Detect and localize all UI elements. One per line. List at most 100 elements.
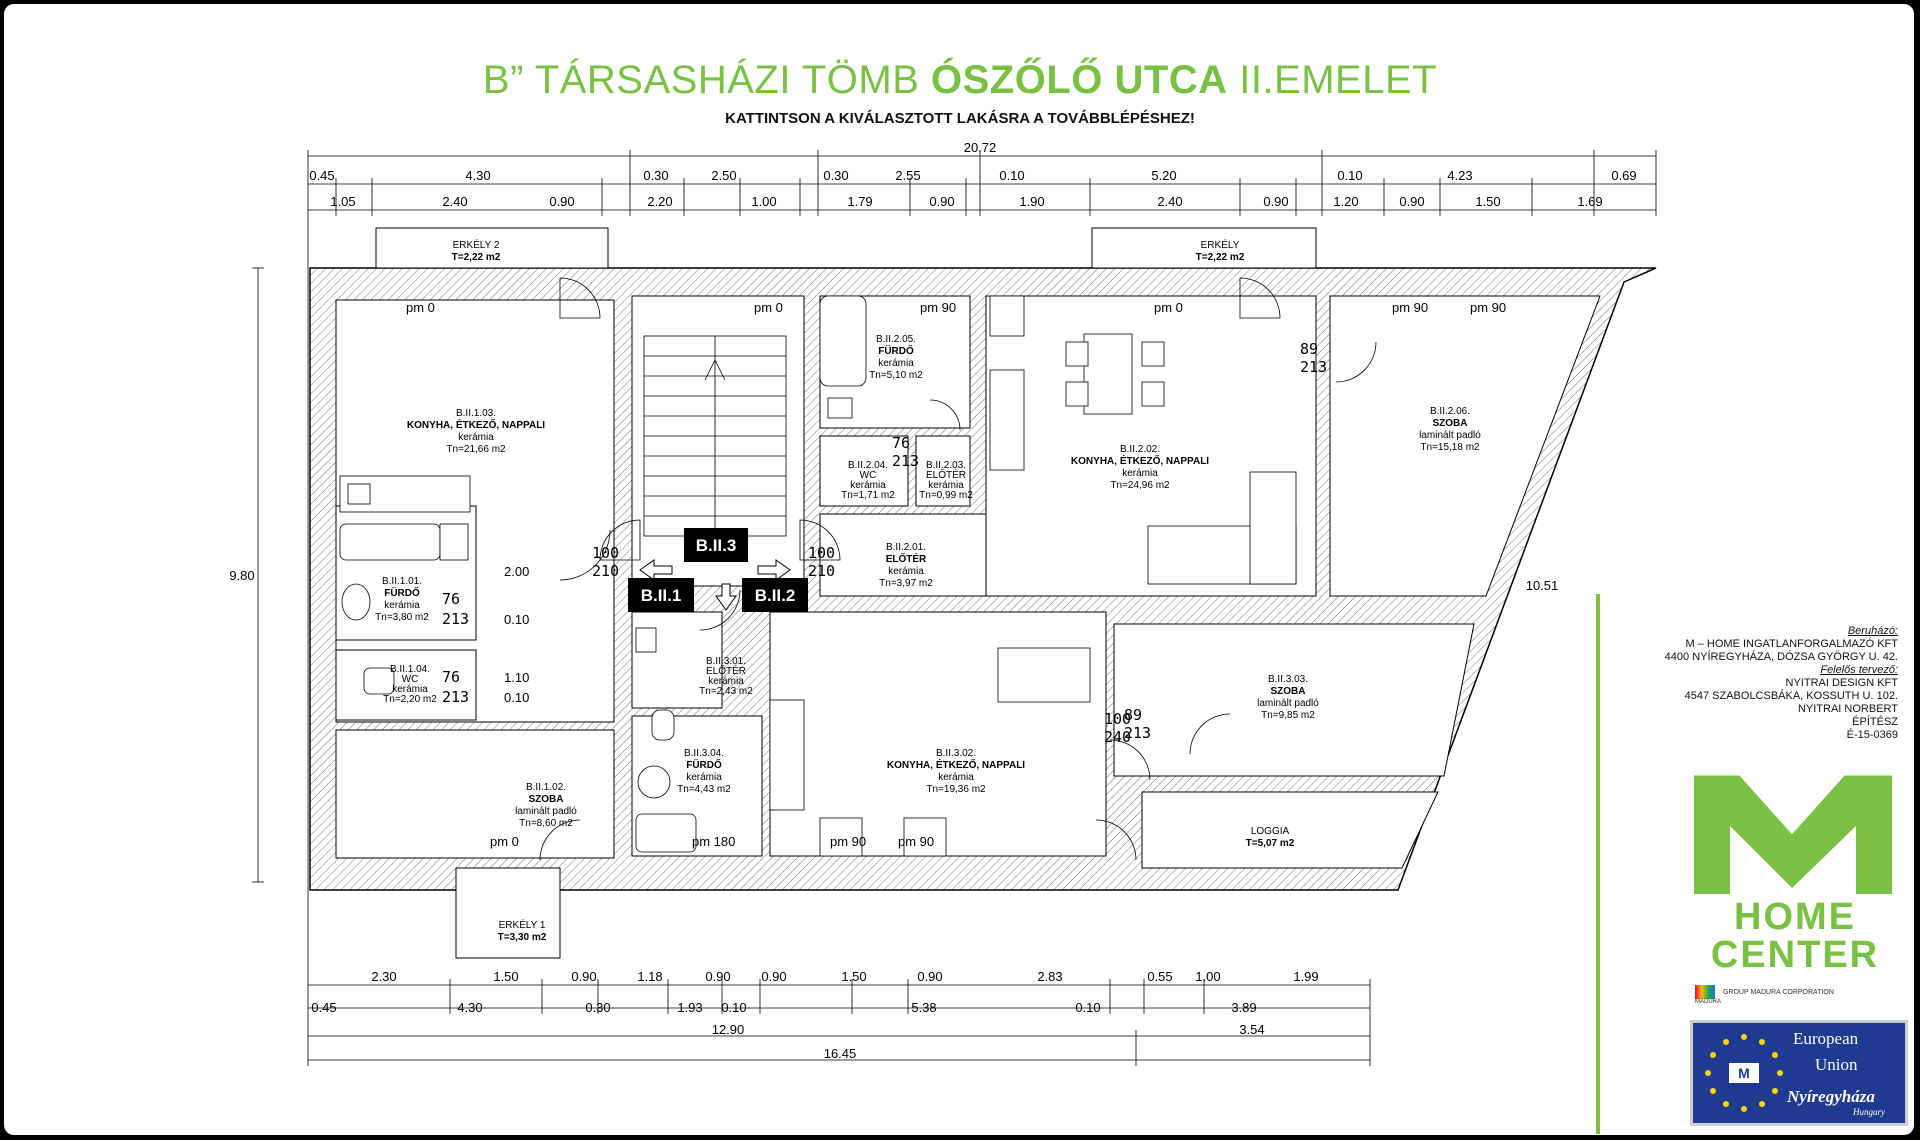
dim-top2-14: 1.69 (1577, 194, 1602, 209)
wall-dim: 0.10 (504, 690, 529, 705)
svg-text:T=3,30 m2: T=3,30 m2 (498, 932, 547, 943)
balcony-label: ERKÉLY T=2,22 m2 (1196, 238, 1245, 263)
title-floor: II.EMELET (1227, 58, 1438, 102)
eu-city: Nyíregyháza (1787, 1087, 1875, 1106)
dim-bot-8: 0.90 (917, 969, 942, 984)
svg-text:kerámia: kerámia (686, 772, 722, 783)
svg-text:B.II.3: B.II.3 (696, 536, 737, 555)
eu-line1: European (1793, 1029, 1859, 1048)
door-height: 240 (1104, 728, 1131, 746)
project-info: Beruházó: M – HOME INGATLANFORGALMAZÓ KF… (1600, 625, 1898, 742)
svg-text:Tn=4,43 m2: Tn=4,43 m2 (677, 784, 731, 795)
svg-text:laminált padló: laminált padló (1257, 698, 1319, 709)
svg-text:kerámia: kerámia (384, 600, 420, 611)
svg-text:B.II.2.02.: B.II.2.02. (1120, 444, 1160, 455)
balconies (375, 227, 1317, 959)
logo-word-center: CENTER (1710, 934, 1880, 976)
dim-top-8: 5.20 (1151, 168, 1176, 183)
dim-bot2-6: 5.38 (911, 1000, 936, 1015)
unit-arrows (639, 559, 791, 611)
svg-text:B.II.3.03.: B.II.3.03. (1268, 674, 1308, 685)
opening-marks: pm 0 pm 0 pm 90 pm 0 pm 90 pm 90 pm 0 pm… (406, 300, 1506, 849)
pm-mark: pm 90 (898, 834, 934, 849)
svg-text:B.II.1.01.: B.II.1.01. (382, 576, 422, 587)
door-width: 89 (1300, 340, 1318, 358)
investor-heading: Beruházó: (1847, 625, 1898, 637)
wall-dim: 2.00 (504, 564, 529, 579)
furniture (339, 295, 1297, 857)
svg-text:Tn=24,96 m2: Tn=24,96 m2 (1110, 480, 1170, 491)
svg-text:T=2,22 m2: T=2,22 m2 (1196, 252, 1245, 263)
investor-line: 4400 NYÍREGYHÁZA, DÓZSA GYÖRGY U. 42. (1664, 651, 1898, 663)
dim-top2-9: 2.40 (1157, 194, 1182, 209)
eu-stars-icon: M (1705, 1034, 1783, 1112)
door-height: 213 (1124, 724, 1151, 742)
svg-text:B.II.2.05.: B.II.2.05. (876, 334, 916, 345)
dim-top2-6: 1.79 (847, 194, 872, 209)
svg-text:laminált padló: laminált padló (515, 806, 577, 817)
svg-text:B.II.2: B.II.2 (755, 586, 796, 605)
dim-bot-12: 1.99 (1293, 969, 1318, 984)
svg-text:Tn=0,99 m2: Tn=0,99 m2 (919, 490, 973, 501)
page-title: B” TÁRSASHÁZI TÖMB ÓSZŐLŐ UTCA II.EMELET (0, 58, 1920, 103)
madura-group-name: GROUP MADURA CORPORATION (1722, 988, 1834, 996)
room-label-1-01: B.II.1.01. FÜRDŐ kerámia Tn=3,80 m2 (375, 576, 429, 623)
room-label-2-03: B.II.2.03. ELŐTÉR kerámia Tn=0,99 m2 (919, 460, 973, 501)
dim-bot-10: 0.55 (1147, 969, 1172, 984)
svg-text:SZOBA: SZOBA (1433, 418, 1468, 429)
room-label-2-05: B.II.2.05. FÜRDŐ kerámia Tn=5,10 m2 (869, 334, 923, 381)
dim-bot-4: 1.18 (637, 969, 662, 984)
svg-text:kerámia: kerámia (850, 480, 886, 491)
svg-text:ERKÉLY: ERKÉLY (1201, 238, 1240, 251)
svg-text:kerámia: kerámia (928, 480, 964, 491)
room-label-3-01: B.II.3.01. ELŐTÉR kerámia Tn=2,43 m2 (699, 656, 753, 697)
dim-top-5: 0.30 (823, 168, 848, 183)
svg-text:ERKÉLY 1: ERKÉLY 1 (499, 918, 546, 931)
svg-text:SZOBA: SZOBA (529, 794, 564, 805)
dim-top2-5: 1.00 (751, 194, 776, 209)
dim-top2-2: 2.40 (442, 194, 467, 209)
designer-line: NYITRAI NORBERT (1797, 703, 1898, 715)
dim-top2-12: 0.90 (1399, 194, 1424, 209)
unit-link-b-ii-2[interactable]: B.II.2 (742, 578, 808, 612)
dim-bot2-7: 0.10 (1075, 1000, 1100, 1015)
pm-mark: pm 90 (1470, 300, 1506, 315)
logo-word-home: HOME (1734, 896, 1856, 938)
investor-line: M – HOME INGATLANFORGALMAZÓ KFT (1685, 638, 1898, 650)
svg-text:SZOBA: SZOBA (1271, 686, 1306, 697)
dim-bot2-3: 0.30 (585, 1000, 610, 1015)
room-label-1-02: B.II.1.02. SZOBA laminált padló Tn=8,60 … (515, 782, 577, 829)
madura-icon (1695, 985, 1715, 999)
eu-line2: Union (1815, 1055, 1858, 1074)
dim-top-total: 20.72 (964, 140, 997, 155)
unit-link-b-ii-3[interactable]: B.II.3 (684, 528, 748, 562)
svg-text:WC: WC (402, 674, 419, 685)
pm-mark: pm 0 (1154, 300, 1183, 315)
title-prefix: B” TÁRSASHÁZI TÖMB (482, 58, 931, 102)
door-height: 210 (592, 562, 619, 580)
wall-dim: 1.10 (504, 670, 529, 685)
pm-mark: pm 90 (830, 834, 866, 849)
wall-dim: 0.10 (504, 612, 529, 627)
page-subtitle: KATTINTSON A KIVÁLASZTOTT LAKÁSRA A TOVÁ… (725, 110, 1195, 127)
balcony-label-1: ERKÉLY 1 T=3,30 m2 (498, 918, 547, 943)
svg-text:B.II.2.04.: B.II.2.04. (848, 460, 888, 471)
svg-text:B.II.3.02.: B.II.3.02. (936, 748, 976, 759)
svg-text:ELŐTÉR: ELŐTÉR (886, 552, 927, 565)
dim-bot2-2: 4.30 (457, 1000, 482, 1015)
svg-text:KONYHA, ÉTKEZŐ, NAPPALI: KONYHA, ÉTKEZŐ, NAPPALI (1071, 454, 1209, 467)
dim-bot2-4: 1.93 (677, 1000, 702, 1015)
dim-bot2-1: 0.45 (311, 1000, 336, 1015)
unit-link-b-ii-1[interactable]: B.II.1 (628, 578, 694, 612)
svg-text:kerámia: kerámia (878, 358, 914, 369)
door-width: 76 (442, 668, 460, 686)
door-height: 213 (1300, 358, 1327, 376)
svg-text:Tn=2,20 m2: Tn=2,20 m2 (383, 694, 437, 705)
dim-top2-4: 2.20 (647, 194, 672, 209)
svg-text:B.II.1.02.: B.II.1.02. (526, 782, 566, 793)
dim-bot-9: 2.83 (1037, 969, 1062, 984)
m-home-logo-icon (1694, 772, 1892, 894)
dim-bot-2: 1.50 (493, 969, 518, 984)
pm-mark: pm 90 (1392, 300, 1428, 315)
door-height: 210 (808, 562, 835, 580)
